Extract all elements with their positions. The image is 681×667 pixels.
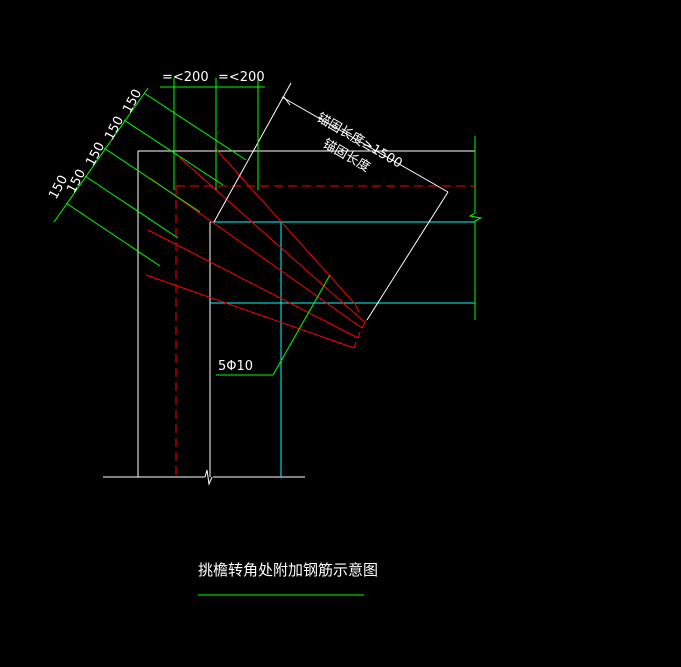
slab-outline <box>103 150 475 486</box>
spacing-label-2: =<200 <box>218 70 265 85</box>
anchorage-dimension <box>213 82 449 321</box>
additional-rebars <box>145 147 367 349</box>
center-lines <box>175 185 475 477</box>
diagonal-spacing-dimension <box>53 87 247 267</box>
rebar-label: 5Φ10 <box>218 359 253 374</box>
right-break-line <box>468 136 483 320</box>
rebar-leader <box>216 274 331 376</box>
drawing-title: 挑檐转角处附加钢筋示意图 <box>198 561 378 579</box>
spacing-label-1: =<200 <box>162 70 209 85</box>
top-spacing-dimension <box>160 78 265 190</box>
